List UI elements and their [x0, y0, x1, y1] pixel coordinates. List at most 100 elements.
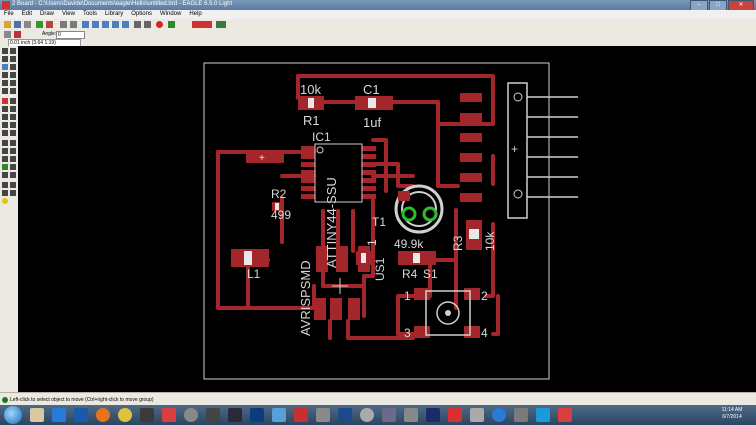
menu-help[interactable]: Help	[189, 11, 202, 17]
menu-view[interactable]: View	[62, 11, 75, 17]
run-icon[interactable]	[70, 21, 77, 28]
app-icon-10[interactable]	[426, 408, 440, 422]
grid-icon[interactable]	[4, 31, 11, 38]
layer-icon[interactable]	[14, 31, 21, 38]
zoom-redraw-icon[interactable]	[112, 21, 119, 28]
via-icon[interactable]	[2, 164, 8, 170]
value-icon[interactable]	[10, 106, 16, 112]
app-icon-9[interactable]	[404, 408, 418, 422]
app-icon-8[interactable]	[382, 408, 396, 422]
s1-name-label: S1	[423, 267, 438, 281]
mark-icon[interactable]	[10, 56, 16, 62]
drc-icon[interactable]	[2, 190, 8, 196]
media-icon[interactable]	[140, 408, 154, 422]
app-icon-3[interactable]	[206, 408, 220, 422]
menu-library[interactable]: Library	[104, 11, 124, 17]
app-icon-6[interactable]	[338, 408, 352, 422]
polygon-icon[interactable]	[10, 156, 16, 162]
s1-outline	[425, 290, 471, 336]
cut-icon[interactable]	[2, 98, 8, 104]
undo-icon[interactable]	[134, 21, 141, 28]
attribute-icon[interactable]	[10, 172, 16, 178]
angle-select[interactable]: 0	[56, 31, 85, 39]
chrome-icon[interactable]	[118, 408, 132, 422]
schematic-icon[interactable]	[46, 21, 53, 28]
miter-icon[interactable]	[10, 114, 16, 120]
copy-icon[interactable]	[10, 64, 16, 70]
change-icon[interactable]	[10, 80, 16, 86]
delete-icon[interactable]	[10, 88, 16, 94]
print-icon[interactable]	[24, 21, 31, 28]
photoshop-icon[interactable]	[250, 408, 264, 422]
stop-icon[interactable]	[156, 21, 163, 28]
app-icon-2[interactable]	[184, 408, 198, 422]
app-icon-11[interactable]	[470, 408, 484, 422]
terminal-icon[interactable]	[228, 408, 242, 422]
hole-icon[interactable]	[2, 172, 8, 178]
eagle-taskbar-icon[interactable]	[448, 408, 462, 422]
start-button[interactable]	[4, 406, 22, 424]
app-icon-14[interactable]	[558, 408, 572, 422]
move-icon[interactable]	[2, 64, 8, 70]
display-icon[interactable]	[2, 56, 8, 62]
wire-icon[interactable]	[2, 140, 8, 146]
menu-options[interactable]: Options	[131, 11, 152, 17]
warning-icon[interactable]	[2, 198, 8, 204]
mirror-icon[interactable]	[2, 72, 8, 78]
app-icon-12[interactable]	[492, 408, 506, 422]
rotate-icon[interactable]	[10, 72, 16, 78]
text-icon[interactable]	[10, 140, 16, 146]
show-icon[interactable]	[10, 48, 16, 54]
zoom-out-icon[interactable]	[102, 21, 109, 28]
element14-logo-icon[interactable]	[192, 21, 212, 28]
system-clock[interactable]: 11:14 AM 6/7/2014	[714, 407, 750, 423]
word-icon[interactable]	[74, 408, 88, 422]
ratsnest-icon[interactable]	[2, 182, 8, 188]
paste-icon[interactable]	[2, 88, 8, 94]
zoom-in-icon[interactable]	[92, 21, 99, 28]
menu-draw[interactable]: Draw	[40, 11, 55, 17]
go-icon[interactable]	[168, 21, 175, 28]
zoom-select-icon[interactable]	[122, 21, 129, 28]
menu-file[interactable]: File	[4, 11, 14, 17]
zoom-fit-icon[interactable]	[82, 21, 89, 28]
optimize-icon[interactable]	[10, 122, 16, 128]
cam-icon[interactable]	[36, 21, 43, 28]
circle-icon[interactable]	[2, 148, 8, 154]
explorer-icon[interactable]	[30, 408, 44, 422]
app-icon-4[interactable]	[272, 408, 286, 422]
split-icon[interactable]	[2, 122, 8, 128]
open-icon[interactable]	[4, 21, 11, 28]
redo-icon[interactable]	[144, 21, 151, 28]
ie-icon[interactable]	[52, 408, 66, 422]
ripup-icon[interactable]	[10, 130, 16, 136]
name-icon[interactable]	[2, 106, 8, 112]
app-icon-5[interactable]	[316, 408, 330, 422]
menu-edit[interactable]: Edit	[21, 11, 33, 17]
errors-icon[interactable]	[10, 190, 16, 196]
status-stop-icon[interactable]	[2, 397, 8, 403]
board-canvas[interactable]: + + 10k	[18, 46, 756, 392]
arc-icon[interactable]	[10, 148, 16, 154]
menu-tools[interactable]: Tools	[82, 11, 97, 17]
app-icon-1[interactable]	[162, 408, 176, 422]
app-icon-7[interactable]	[360, 408, 374, 422]
group-icon[interactable]	[2, 80, 8, 86]
skype-icon[interactable]	[536, 408, 550, 422]
t1-outline	[394, 184, 444, 234]
script-icon[interactable]	[60, 21, 67, 28]
acrobat-icon[interactable]	[294, 408, 308, 422]
save-icon[interactable]	[14, 21, 21, 28]
smash-icon[interactable]	[2, 114, 8, 120]
firefox-icon[interactable]	[96, 408, 110, 422]
app-icon-13[interactable]	[514, 408, 528, 422]
rect-icon[interactable]	[2, 156, 8, 162]
menu-window[interactable]: Window	[159, 11, 182, 17]
add-icon[interactable]	[10, 98, 16, 104]
autorouter-icon[interactable]	[10, 182, 16, 188]
signal-icon[interactable]	[10, 164, 16, 170]
eagle-app-icon[interactable]	[2, 1, 10, 9]
design-link-icon[interactable]	[216, 21, 226, 28]
info-icon[interactable]	[2, 48, 8, 54]
route-icon[interactable]	[2, 130, 8, 136]
